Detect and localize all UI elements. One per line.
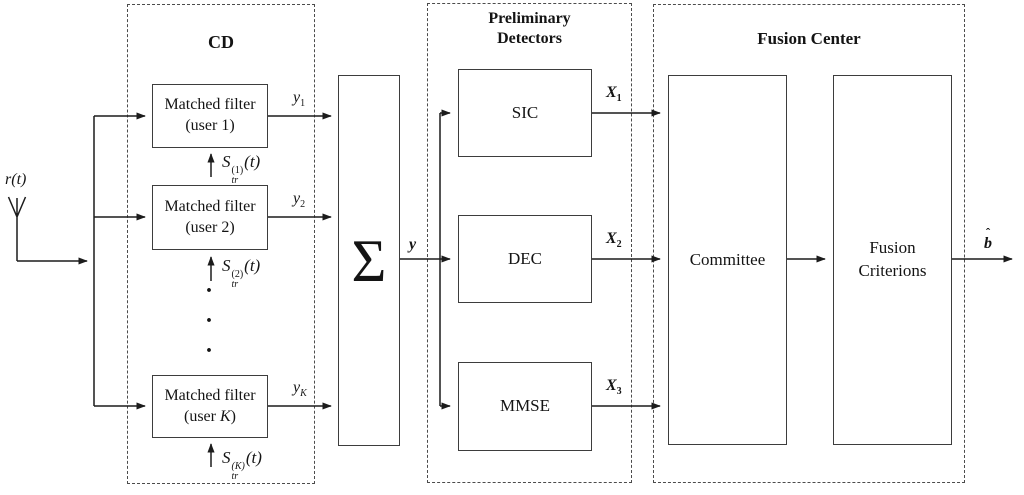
received-signal-label: r(t) [5,171,27,188]
dec-box: DEC [458,215,592,303]
sic-label: SIC [511,102,539,122]
matched-filter-1-box: Matched filter (user 1) [152,84,268,148]
summer-box: Σ [338,75,400,446]
preliminary-detectors-title: Preliminary Detectors [427,9,632,49]
x3-label: X3 [606,377,622,397]
ellipsis-dot-3: · [205,338,214,364]
training-signal-K-label: S(K)tr(t) [222,448,262,482]
cd-title: CD [208,32,234,52]
x2-label: X2 [606,230,622,250]
y-vector-label: y [409,236,417,253]
matched-filter-K-box: Matched filter (user K) [152,375,268,438]
sigma-symbol: Σ [351,227,387,294]
training-signal-1-label: S(1)tr(t) [222,152,261,186]
yK-label: yK [293,379,307,399]
matched-filter-1-label: Matched filter (user 1) [164,96,256,134]
x1-label: X1 [606,84,622,104]
committee-box: Committee [668,75,787,445]
matched-filter-2-label: Matched filter (user 2) [164,197,256,236]
ellipsis-dot-2: · [205,308,214,334]
fusion-criterions-box: Fusion Criterions [833,75,952,445]
matched-filter-2-box: Matched filter (user 2) [152,185,268,250]
fusion-criterions-label: Fusion Criterions [858,238,927,280]
preliminary-title-line2: Detectors [497,30,562,47]
mmse-box: MMSE [458,362,592,451]
y2-label: y2 [293,190,306,210]
ellipsis-dot-1: · [205,278,214,304]
mmse-label: MMSE [499,396,551,416]
sic-box: SIC [458,69,592,157]
committee-label: Committee [689,249,766,269]
antenna-icon [7,196,27,261]
preliminary-detectors-group-box [427,3,632,483]
fusion-center-title: Fusion Center [757,29,861,48]
training-signal-2-label: S(2)tr(t) [222,256,261,290]
matched-filter-K-label: Matched filter (user K) [164,386,256,425]
fusion-center-group-box [653,4,965,483]
cd-group-box [127,4,315,484]
preliminary-title-line1: Preliminary [488,10,571,27]
dec-label: DEC [508,248,542,268]
y1-label: y1 [293,89,306,109]
